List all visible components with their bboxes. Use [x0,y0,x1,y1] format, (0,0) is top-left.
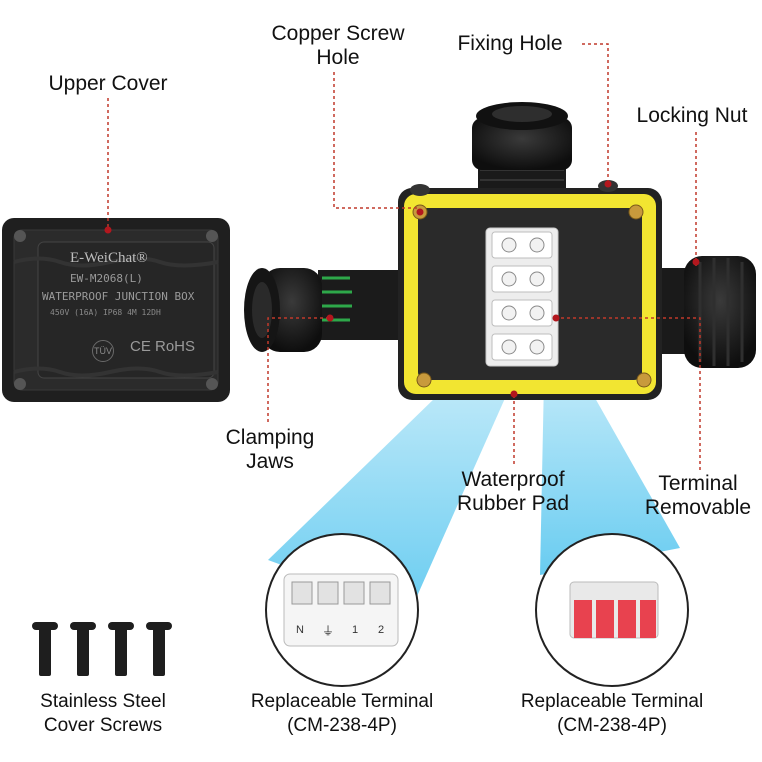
label-copper-screw-hole: Copper Screw Hole [271,22,405,69]
terminal-mark-n: N [296,624,304,636]
leader-dots [104,180,700,398]
label-upper-cover: Upper Cover [48,72,168,95]
label-terminal-removable: Terminal Removable [644,472,752,519]
label-locking-nut: Locking Nut [636,104,748,127]
terminal-mark-1: 1 [352,624,359,636]
terminal-block [485,227,559,367]
terminal-mark-earth: ⏚ [322,624,335,638]
cover-screws [32,622,172,676]
top-gland [472,102,572,200]
right-gland [650,256,756,368]
caption-screws: Stainless Steel Cover Screws [40,691,166,736]
cover-marks: CE RoHS [130,338,196,355]
cover-brand: E-WeiChat® [70,250,148,266]
cover-title: WATERPROOF JUNCTION BOX [42,290,195,303]
label-clamping-jaws: Clamping Jaws [225,426,315,473]
cover-spec: 450V (16A) IP68 4M 12DH [50,308,161,317]
terminal-circle-left [265,533,419,687]
label-fixing-hole: Fixing Hole [457,32,563,55]
label-waterproof-rubber-pad: Waterproof Rubber Pad [456,468,570,515]
leader-lines [107,43,701,470]
terminal-mark-2: 2 [378,624,385,636]
terminal-circle-right [535,533,689,687]
left-gland [244,268,410,352]
caption-terminal-left: Replaceable Terminal (CM-238-4P) [250,691,434,736]
upper-cover [2,218,230,402]
cover-model: EW-M2068(L) [70,272,143,285]
caption-terminal-right: Replaceable Terminal (CM-238-4P) [520,691,704,736]
cover-tuv: TÜV [92,340,114,362]
